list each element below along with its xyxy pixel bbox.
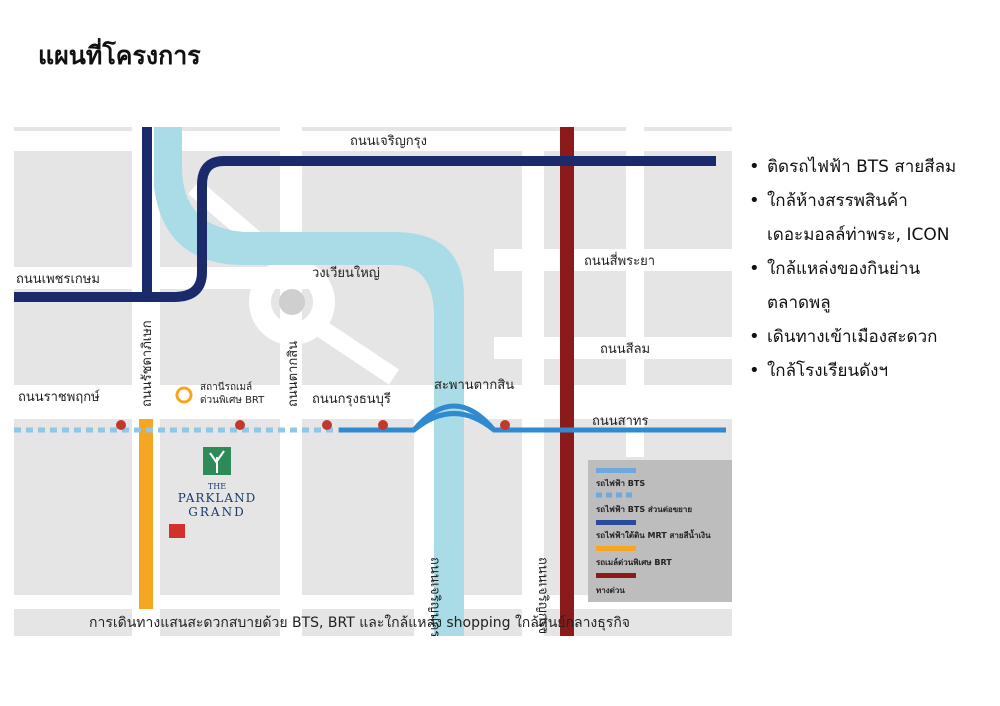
expressway-line: [560, 127, 574, 636]
legend-swatch: [596, 573, 636, 578]
legend-box: [588, 460, 732, 602]
legend-swatch: [596, 520, 636, 525]
taksin-bridge: [412, 403, 496, 432]
label-ratchaphruek: ถนนราชพฤกษ์: [18, 389, 100, 405]
label-brt-station-line1: สถานีรถเมล์: [200, 381, 252, 393]
brt-line: [139, 419, 153, 609]
legend-label: รถไฟฟ้าใต้ดิน MRT สายสีน้ำเงิน: [596, 529, 711, 540]
highlight-text: ติดรถไฟฟ้า BTS สายสีลม: [767, 157, 957, 177]
legend-swatch: [596, 546, 636, 551]
label-charoen-krung-top: ถนนเจริญกรุง: [350, 134, 427, 149]
logo-line2: PARKLAND: [178, 491, 256, 505]
logo-line3: GRAND: [188, 505, 245, 519]
label-sathorn: ถนนสาทร: [592, 414, 648, 429]
mrt-line: [142, 127, 716, 302]
legend-label: รถไฟฟ้า BTS ส่วนต่อขยาย: [596, 504, 692, 514]
legend-label: รถเมล์ด่วนพิเศษ BRT: [596, 557, 672, 567]
road-charoen-krung-top: [14, 131, 732, 151]
road-charoen-krung-vertical: [522, 147, 544, 636]
label-si-phraya: ถนนสี่พระยา: [584, 252, 655, 269]
logo-line1: THE: [208, 482, 226, 491]
highlight-text: เดินทางเข้าเมืองสะดวก: [767, 327, 938, 347]
bts-station-icon: [235, 420, 245, 430]
highlight-item: ติดรถไฟฟ้า BTS สายสีลม: [747, 150, 992, 184]
roundabout-ring: [249, 259, 335, 345]
highlight-item: ใกล้แหล่งของกินย่าน ตลาดพลู: [747, 252, 992, 320]
bts-station-icon: [500, 420, 510, 430]
developer-logo-icon: [169, 524, 185, 538]
tree-icon: [209, 450, 225, 473]
label-taksin-road: ถนนตากสิน: [286, 341, 301, 407]
brt-station-icon: [175, 386, 193, 404]
roundabout-center: [279, 289, 305, 315]
highlight-item: เดินทางเข้าเมืองสะดวก: [747, 320, 992, 354]
highlight-text: เดอะมอลล์ท่าพระ, ICON: [767, 225, 950, 245]
chao-phraya-river: [154, 127, 464, 636]
project-logo: THE PARKLAND GRAND: [169, 447, 256, 538]
bts-station-icon: [116, 420, 126, 430]
legend-swatch: [596, 468, 636, 473]
label-taksin-bridge: สะพานตากสิน: [434, 378, 514, 393]
road-si-phraya: [494, 249, 732, 271]
label-krung-thonburi: ถนนกรุงธนบุรี: [312, 391, 391, 407]
highlight-text: ใกล้แหล่งของกินย่าน: [767, 259, 921, 279]
label-silom: ถนนสีลม: [600, 341, 650, 357]
legend-label: รถไฟฟ้า BTS: [596, 478, 645, 488]
highlight-item: ใกล้ห้างสรรพสินค้า เดอะมอลล์ท่าพระ, ICON: [747, 184, 992, 252]
bts-station-icon: [322, 420, 332, 430]
road-right-vertical: [626, 127, 644, 457]
project-map: ถนนเจริญกรุง ถนนเพชรเกษม วงเวียนใหญ่ ถนน…: [14, 127, 732, 636]
road-phetkasem: [14, 267, 314, 289]
label-brt-station-line2: ด่วนพิเศษ BRT: [200, 395, 265, 406]
label-charoen-nakhon: ถนนเจริญนคร: [427, 557, 442, 636]
road-diagonal-2: [314, 319, 399, 385]
label-charoen-krung-vertical: ถนนเจริญกรุง: [535, 557, 550, 634]
label-phetkasem: ถนนเพชรเกษม: [16, 272, 100, 287]
road-silom: [494, 337, 732, 359]
bts-station-icon: [378, 420, 388, 430]
bts-station-markers: [116, 420, 510, 430]
highlights-list: ติดรถไฟฟ้า BTS สายสีลม ใกล้ห้างสรรพสินค้…: [747, 150, 992, 388]
page-title: แผนที่โครงการ: [38, 41, 201, 70]
road-bottom: [14, 595, 732, 609]
road-krung-thonburi-vertical: [414, 419, 436, 636]
highlight-text: ใกล้ห้างสรรพสินค้า: [767, 191, 908, 211]
label-ratchada: ถนนรัชดาภิเษก: [140, 320, 155, 407]
highlight-text: ตลาดพลู: [767, 293, 831, 313]
map-legend: รถไฟฟ้า BTS รถไฟฟ้า BTS ส่วนต่อขยาย รถไฟ…: [588, 460, 732, 602]
label-wongwian-yai: วงเวียนใหญ่: [312, 265, 380, 281]
highlight-item: ใกล้โรงเรียนดังฯ: [747, 354, 992, 388]
highlight-text: ใกล้โรงเรียนดังฯ: [767, 361, 888, 381]
map-caption: การเดินทางแสนสะดวกสบายด้วย BTS, BRT และใ…: [89, 614, 630, 631]
legend-label: ทางด่วน: [596, 586, 625, 595]
